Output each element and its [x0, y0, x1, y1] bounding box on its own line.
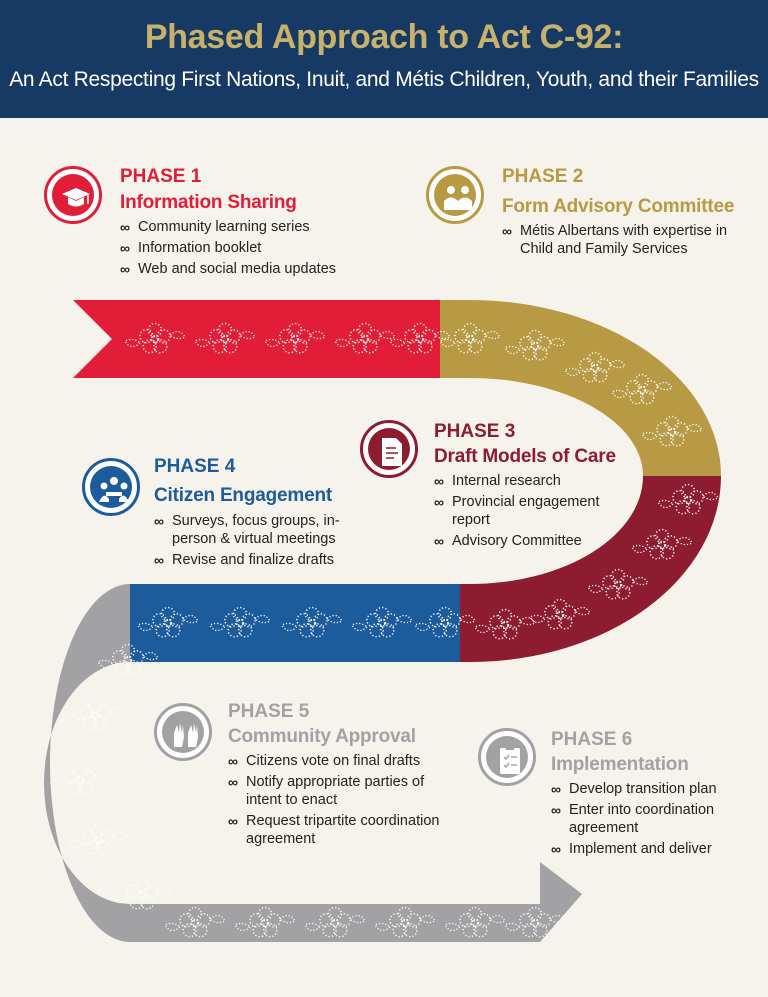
raised-hands-icon [154, 703, 212, 761]
phase-3-items: Internal research Provincial engagement … [434, 472, 634, 553]
list-item: Métis Albertans with expertise in Child … [502, 222, 752, 258]
list-item: Surveys, focus groups, in-person & virtu… [154, 512, 369, 548]
list-item: Develop transition plan [551, 780, 751, 798]
phase-4-label: PHASE 4 [154, 456, 236, 477]
list-item: Request tripartite coordination agreemen… [228, 812, 448, 848]
phase-2-items: Métis Albertans with expertise in Child … [502, 222, 752, 261]
phase-2-label: PHASE 2 [502, 166, 584, 187]
header-banner: Phased Approach to Act C-92: An Act Resp… [0, 0, 768, 118]
phase-1-label: PHASE 1 [120, 166, 202, 187]
people-group-icon [426, 166, 484, 224]
phase-6-name: Implementation [551, 754, 689, 775]
meeting-people-icon [82, 458, 140, 516]
phase-3-label: PHASE 3 [434, 421, 516, 442]
list-item: Web and social media updates [120, 260, 370, 278]
list-item: Revise and finalize drafts [154, 551, 369, 569]
road-segment-phase5-6 [44, 584, 582, 942]
graduation-cap-icon [44, 166, 102, 224]
phase-3-name: Draft Models of Care [434, 446, 616, 467]
phase-4-name: Citizen Engagement [154, 485, 332, 506]
document-pen-icon [360, 420, 418, 478]
list-item: Advisory Committee [434, 532, 634, 550]
phase-2-name: Form Advisory Committee [502, 196, 735, 217]
phase-5-items: Citizens vote on final drafts Notify app… [228, 752, 448, 851]
page-subtitle: An Act Respecting First Nations, Inuit, … [9, 68, 759, 91]
phase-1-items: Community learning series Information bo… [120, 218, 370, 281]
list-item: Provincial engagement report [434, 493, 634, 529]
page-title: Phased Approach to Act C-92: [144, 18, 624, 56]
list-item: Notify appropriate parties of intent to … [228, 773, 448, 809]
road-segment-phase3 [460, 476, 721, 662]
phase-6-items: Develop transition plan Enter into coord… [551, 780, 751, 861]
phase-5-label: PHASE 5 [228, 701, 310, 722]
phase-4-items: Surveys, focus groups, in-person & virtu… [154, 512, 369, 572]
road-segment-phase2 [440, 300, 721, 476]
road-segment-phase1 [73, 300, 440, 378]
road-segment-phase4 [130, 584, 460, 662]
list-item: Citizens vote on final drafts [228, 752, 448, 770]
list-item: Community learning series [120, 218, 370, 236]
phase-6-label: PHASE 6 [551, 729, 633, 750]
list-item: Implement and deliver [551, 840, 751, 858]
list-item: Enter into coordination agreement [551, 801, 751, 837]
phase-1-name: Information Sharing [120, 192, 297, 213]
list-item: Information booklet [120, 239, 370, 257]
clipboard-checklist-icon [478, 728, 536, 786]
phase-5-name: Community Approval [228, 726, 416, 747]
list-item: Internal research [434, 472, 634, 490]
